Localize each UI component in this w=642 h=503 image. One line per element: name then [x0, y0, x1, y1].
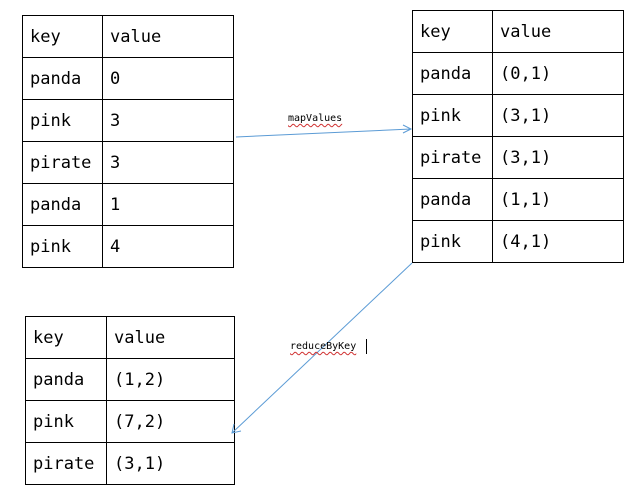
- cell-key: panda: [412, 178, 493, 221]
- cell-value: 0: [102, 57, 234, 100]
- table-row: pink (3,1): [412, 94, 624, 137]
- text-cursor: [366, 339, 367, 354]
- cell-key: pink: [22, 99, 103, 142]
- cell-key: pirate: [22, 141, 103, 184]
- cell-value: (3,1): [106, 442, 235, 485]
- cell-key: panda: [412, 52, 493, 95]
- cell-value: (4,1): [492, 220, 624, 263]
- header-value: value: [492, 10, 624, 53]
- reduce-arrow: [231, 262, 413, 434]
- cell-value: 1: [102, 183, 234, 226]
- table-row: pirate 3: [22, 141, 234, 184]
- table-row: pink 4: [22, 225, 234, 268]
- reduced-table: key value panda (1,2) pink (7,2) pirate …: [25, 316, 235, 485]
- table-row: panda (1,2): [25, 358, 235, 401]
- cell-value: (1,1): [492, 178, 624, 221]
- table-row: pink 3: [22, 99, 234, 142]
- table-row: panda 0: [22, 57, 234, 100]
- cell-value: 3: [102, 99, 234, 142]
- cell-key: pirate: [412, 136, 493, 179]
- header-value: value: [106, 316, 235, 359]
- table-row: pink (7,2): [25, 400, 235, 443]
- header-key: key: [412, 10, 493, 53]
- cell-key: pink: [25, 400, 107, 443]
- cell-key: pirate: [25, 442, 107, 485]
- input-table: key value panda 0 pink 3 pirate 3 panda …: [22, 15, 234, 268]
- cell-value: (1,2): [106, 358, 235, 401]
- cell-key: panda: [25, 358, 107, 401]
- table-header-row: key value: [22, 15, 234, 58]
- cell-key: pink: [412, 94, 493, 137]
- table-row: pirate (3,1): [25, 442, 235, 485]
- cell-value: 4: [102, 225, 234, 268]
- table-row: pirate (3,1): [412, 136, 624, 179]
- map-values-label: mapValues: [288, 113, 343, 124]
- cell-key: pink: [22, 225, 103, 268]
- table-row: pink (4,1): [412, 220, 624, 263]
- cell-key: pink: [412, 220, 493, 263]
- header-key: key: [22, 15, 103, 58]
- table-row: panda (1,1): [412, 178, 624, 221]
- map-arrow: [235, 124, 413, 138]
- table-header-row: key value: [412, 10, 624, 53]
- table-header-row: key value: [25, 316, 235, 359]
- header-value: value: [102, 15, 234, 58]
- reduce-by-key-label: reduceByKey: [290, 341, 357, 352]
- mapped-table: key value panda (0,1) pink (3,1) pirate …: [412, 10, 624, 263]
